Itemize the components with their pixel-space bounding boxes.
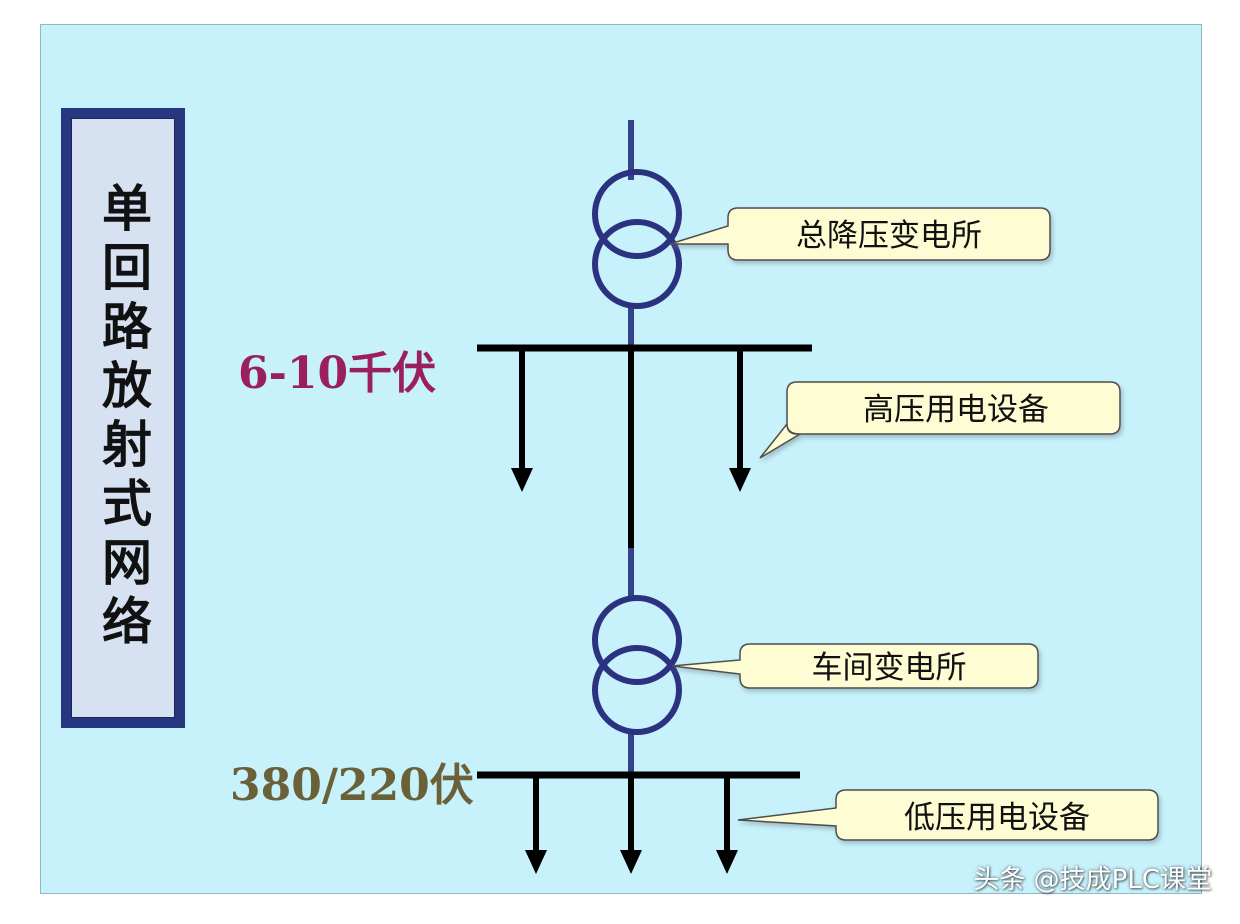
workshop-transformer-icon [592, 595, 682, 735]
arrow-down-icon [620, 850, 642, 874]
lv-branch-right [716, 775, 738, 874]
callout-hv-equipment [759, 381, 1121, 459]
callout-main-substation [669, 207, 1051, 261]
lv-branch-left [525, 775, 547, 874]
arrow-down-icon [511, 468, 533, 492]
diagram-title: 单回路放射式网络 [94, 182, 153, 654]
callout-lv-equipment-label: 低压用电设备 [904, 800, 1090, 836]
arrow-down-icon [729, 468, 751, 492]
callout-main-substation-label: 总降压变电所 [796, 218, 982, 254]
callout-workshop-substation-label: 车间变电所 [812, 650, 967, 686]
watermark: 头条 @技成PLC课堂 [973, 865, 1212, 895]
low-voltage-label: 380/220伏 [230, 760, 474, 811]
hv-branch-left [511, 348, 533, 492]
title-inner: 单回路放射式网络 [71, 118, 175, 718]
arrow-down-icon [525, 850, 547, 874]
hv-branch-right [729, 348, 751, 492]
callout-hv-equipment-label: 高压用电设备 [863, 392, 1049, 428]
callout-lv-equipment [737, 789, 1159, 841]
main-transformer-icon [592, 169, 682, 309]
diagram-panel [40, 24, 1202, 894]
arrow-down-icon [716, 850, 738, 874]
high-voltage-label: 6-10千伏 [238, 348, 436, 399]
lv-branch-center [620, 775, 642, 874]
callout-workshop-substation [671, 643, 1039, 689]
title-panel: 单回路放射式网络 [61, 108, 185, 728]
